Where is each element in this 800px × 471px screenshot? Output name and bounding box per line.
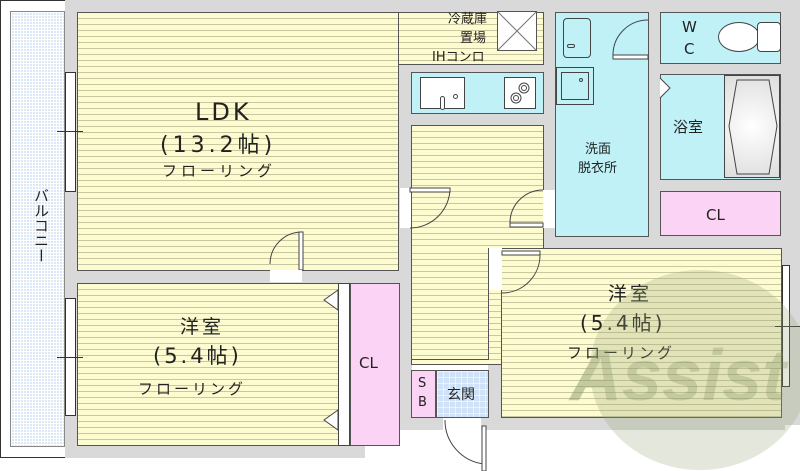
building-outline: [65, 0, 800, 12]
western-room-right-name: 洋室: [608, 285, 652, 304]
fridge-label-1: 冷蔵庫: [448, 12, 488, 27]
bathtub-icon: [724, 75, 780, 178]
window-mark-western-left: [57, 357, 83, 358]
western-room-left-name: 洋室: [180, 316, 225, 338]
wall-kitchen-top: [398, 64, 548, 74]
entrance-door-icon[interactable]: [440, 419, 490, 471]
window-mark-western-right: [775, 326, 800, 327]
closet-left-doors: [338, 283, 350, 446]
svg-text:Assist: Assist: [568, 336, 789, 416]
wall-bottom-left: [65, 444, 365, 458]
bathroom-door-icon: [659, 77, 671, 99]
wall-room-right-top: [488, 235, 788, 249]
entrance: [436, 370, 489, 418]
door-hall-to-washroom[interactable]: [505, 189, 555, 235]
closet-upper-right-label: CL: [706, 206, 725, 224]
sink-icon: [420, 77, 465, 110]
closet-door-icon-1: [323, 289, 339, 311]
washroom-label-2: 脱衣所: [578, 161, 618, 176]
washroom-door-icon: [612, 19, 649, 60]
fridge-space: [497, 11, 537, 51]
western-room-right: [501, 248, 782, 418]
balcony-label: バルコニー: [32, 188, 50, 263]
wall-wc-bottom: [655, 63, 780, 75]
closet-door-icon-2: [323, 409, 339, 431]
ldk-room: [77, 12, 399, 271]
western-room-right-size: (5.4帖): [580, 313, 665, 333]
toilet-tank-icon: [757, 22, 781, 52]
closet-upper-right: [660, 191, 781, 236]
shoe-box-label-s: S: [418, 376, 427, 391]
wall-bottom-right: [480, 416, 785, 430]
western-room-left-size: (5.4帖): [153, 344, 242, 368]
balcony: [10, 11, 65, 447]
ldk-flooring: フローリング: [162, 162, 277, 180]
door-ldk-to-western[interactable]: [264, 231, 314, 282]
shoe-box-label-b: B: [418, 395, 427, 410]
window-mark-ldk: [57, 131, 83, 132]
western-room-right-flooring: フローリング: [567, 346, 675, 361]
ih-stove-icon: [504, 77, 536, 109]
fridge-cross-icon: [497, 11, 537, 51]
hallway-lower: [411, 248, 489, 360]
fridge-label-2: 置場: [460, 31, 487, 46]
washbasin-icon: [563, 18, 591, 58]
wall-ldk-bottom: [65, 270, 405, 284]
bathroom-label: 浴室: [673, 118, 704, 136]
wall-bath-bottom: [655, 178, 780, 192]
ldk-size: (13.2帖): [160, 133, 277, 158]
closet-left: [350, 283, 400, 446]
wc-label-w: W: [682, 18, 697, 36]
western-room-left-flooring: フローリング: [138, 380, 247, 398]
window-ldk: [65, 72, 76, 192]
shoe-box: [411, 370, 436, 418]
washroom-label-1: 洗面: [585, 142, 612, 157]
washing-machine-icon: [556, 67, 594, 105]
western-room-left: [77, 283, 339, 446]
assist-watermark-logo: Assist: [568, 270, 800, 470]
wc-label-c: C: [684, 40, 695, 58]
toilet-icon: [718, 22, 760, 52]
door-hall-to-western-right[interactable]: [489, 248, 544, 298]
ldk-name: LDK: [195, 98, 252, 126]
entrance-door-opening[interactable]: [443, 418, 481, 430]
wall-kitchen-bottom: [398, 112, 548, 126]
door-hall-to-ldk[interactable]: [400, 187, 451, 238]
stove-label: IHコンロ: [432, 50, 485, 65]
closet-left-label: CL: [359, 354, 378, 372]
entrance-label: 玄関: [447, 387, 475, 403]
